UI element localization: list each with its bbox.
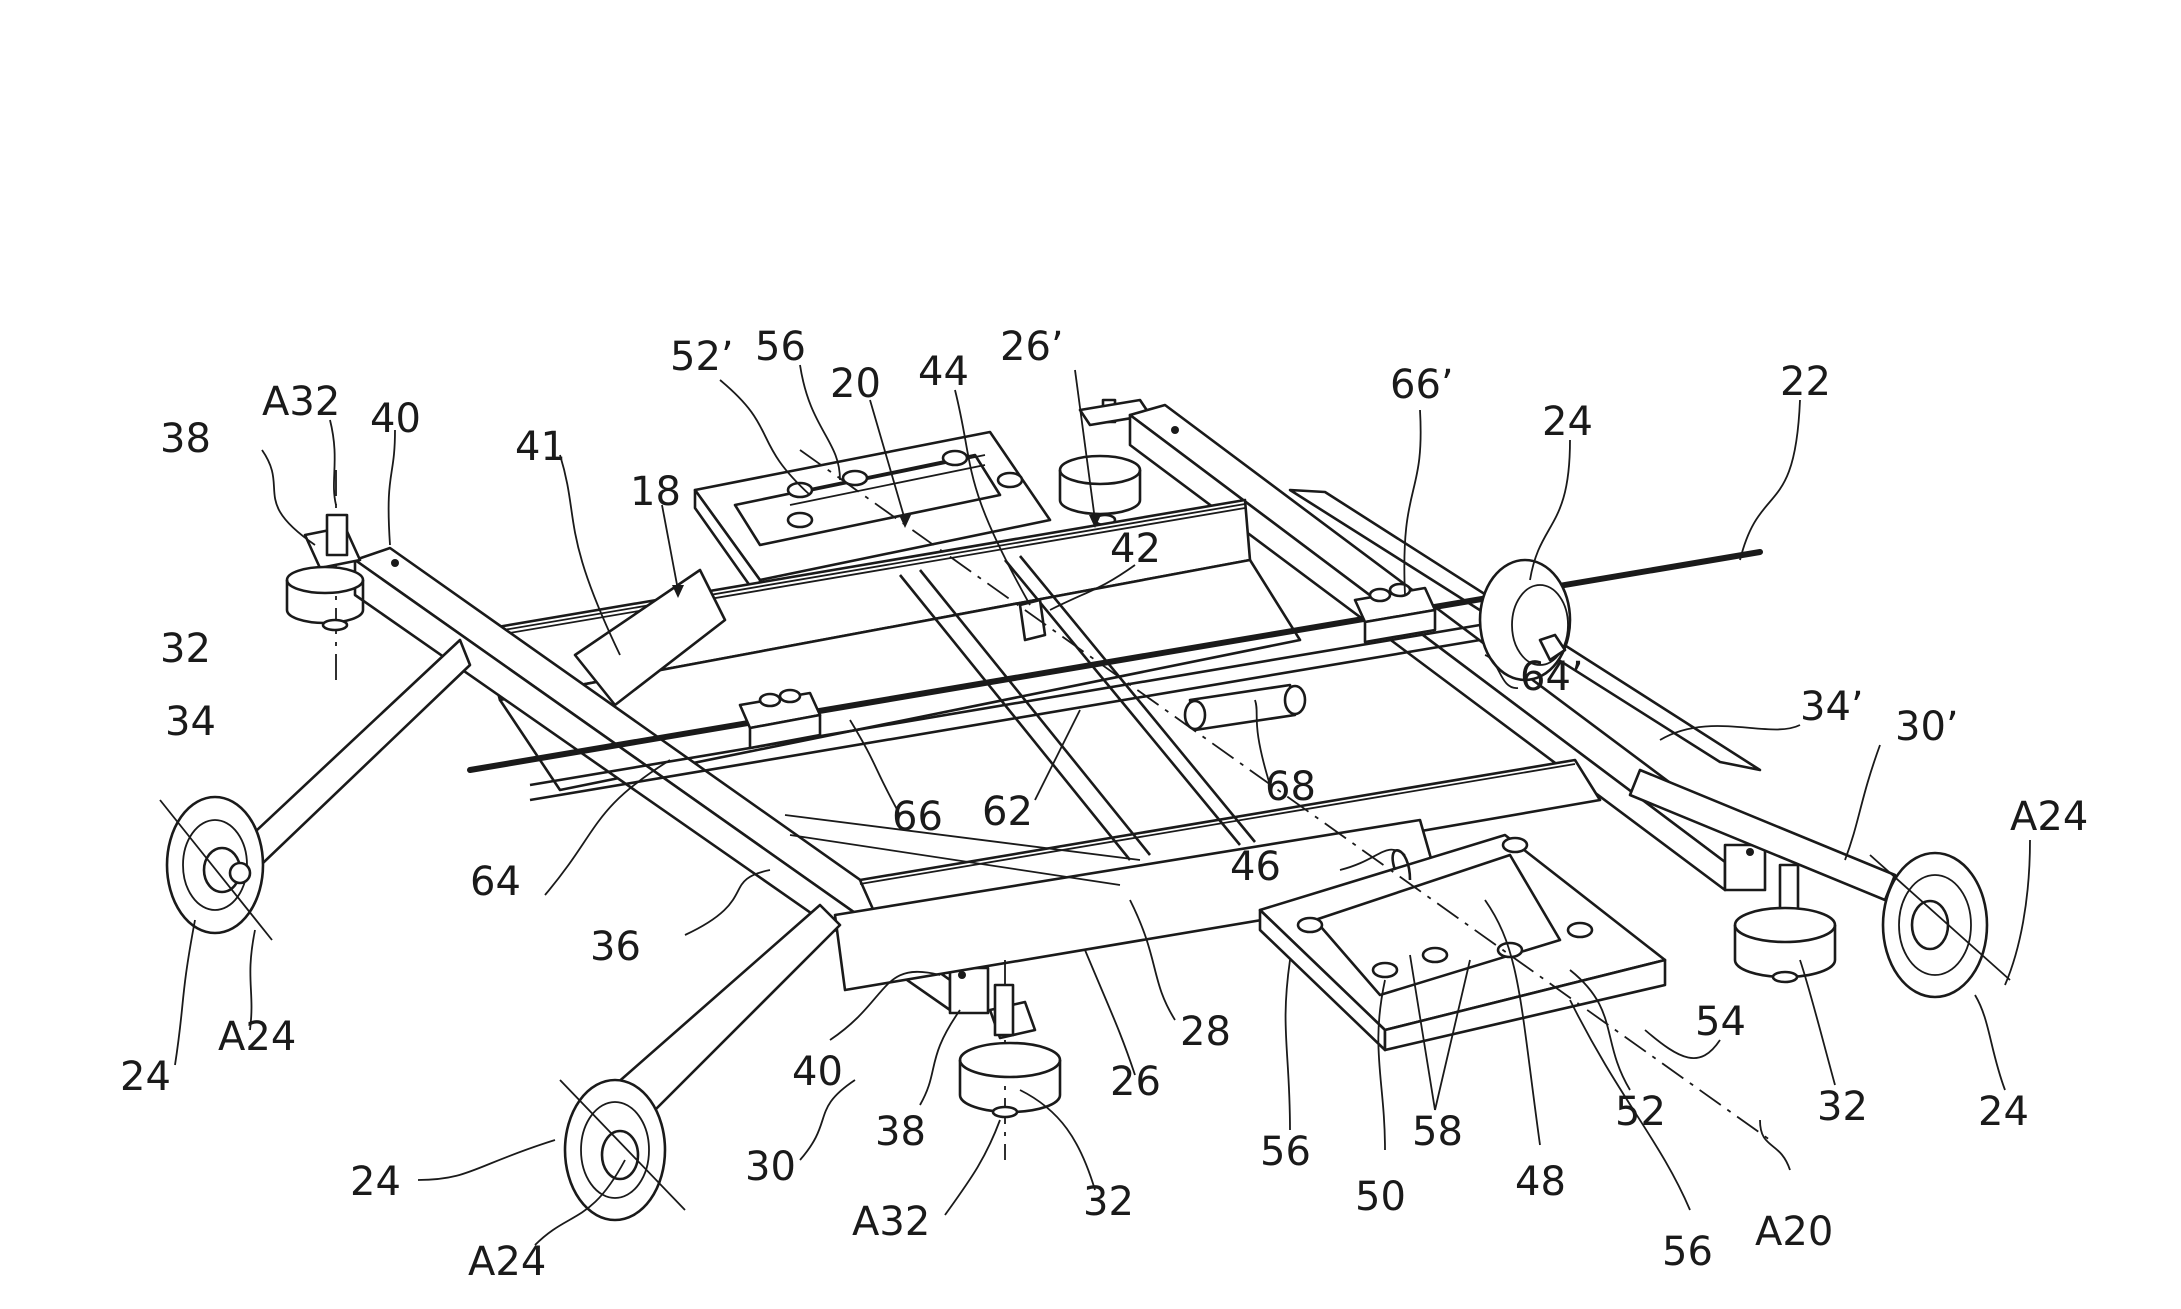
label-24-left-front: 24 bbox=[350, 1159, 401, 1205]
label-56-front-left: 56 bbox=[1260, 1129, 1311, 1175]
cross-member-26 bbox=[784, 758, 1602, 992]
wheel-right-front bbox=[1869, 851, 2011, 999]
label-38-front: 38 bbox=[875, 1109, 926, 1155]
label-24-front-right: 24 bbox=[1978, 1089, 2029, 1135]
label-50: 50 bbox=[1355, 1174, 1406, 1220]
label-54: 54 bbox=[1695, 999, 1746, 1045]
label-36: 36 bbox=[590, 924, 641, 970]
label-26: 26 bbox=[1110, 1059, 1161, 1105]
clamp-66 bbox=[738, 688, 822, 750]
front-left-caster bbox=[958, 960, 1062, 1160]
block-42 bbox=[1018, 598, 1047, 642]
label-20: 20 bbox=[830, 361, 881, 407]
link-68 bbox=[1183, 683, 1307, 732]
label-42: 42 bbox=[1110, 526, 1161, 572]
wheel-left-front bbox=[559, 1078, 686, 1222]
left-rear-caster bbox=[285, 470, 365, 680]
label-44: 44 bbox=[918, 349, 969, 395]
label-52-prime: 52’ bbox=[670, 334, 734, 380]
label-34: 34 bbox=[165, 699, 216, 745]
label-38: 38 bbox=[160, 416, 211, 462]
rear-right-caster bbox=[1058, 398, 1152, 527]
label-64-prime: 64’ bbox=[1520, 654, 1584, 700]
rear-plate-assembly bbox=[693, 430, 1052, 602]
label-58: 58 bbox=[1412, 1109, 1463, 1155]
label-46: 46 bbox=[1230, 844, 1281, 890]
label-18: 18 bbox=[630, 469, 681, 515]
wheel-right-rear bbox=[1478, 558, 1572, 682]
reference-labels: 38 A32 40 41 18 52’ 56 20 44 26’ 42 66’ … bbox=[120, 324, 2088, 1285]
label-24-rear-right: 24 bbox=[1542, 399, 1593, 445]
label-52: 52 bbox=[1615, 1089, 1666, 1135]
label-32-front-left: 32 bbox=[1083, 1179, 1134, 1225]
label-A24-right: A24 bbox=[2010, 794, 2088, 840]
label-22: 22 bbox=[1780, 359, 1831, 405]
label-66: 66 bbox=[892, 794, 943, 840]
label-A24-left-rear: A24 bbox=[218, 1014, 296, 1060]
label-A32: A32 bbox=[262, 379, 340, 425]
label-28: 28 bbox=[1180, 1009, 1231, 1055]
label-30: 30 bbox=[745, 1144, 796, 1190]
front-right-caster bbox=[1733, 863, 1837, 984]
label-56: 56 bbox=[755, 324, 806, 370]
label-30-prime: 30’ bbox=[1895, 704, 1959, 750]
label-24-left-rear: 24 bbox=[120, 1054, 171, 1100]
label-56-front-right: 56 bbox=[1662, 1229, 1713, 1275]
label-A32-front: A32 bbox=[852, 1199, 930, 1245]
leader-lines bbox=[174, 364, 2031, 1246]
label-68: 68 bbox=[1265, 764, 1316, 810]
label-48: 48 bbox=[1515, 1159, 1566, 1205]
wheel-left-rear bbox=[159, 795, 273, 941]
label-40-front: 40 bbox=[792, 1049, 843, 1095]
label-A24-left-front: A24 bbox=[468, 1239, 546, 1285]
label-A20: A20 bbox=[1755, 1209, 1833, 1255]
label-62: 62 bbox=[982, 789, 1033, 835]
label-34-prime: 34’ bbox=[1800, 684, 1864, 730]
label-64: 64 bbox=[470, 859, 521, 905]
label-41: 41 bbox=[515, 424, 566, 470]
label-32-rear-left: 32 bbox=[160, 626, 211, 672]
brace-41 bbox=[573, 568, 727, 707]
label-26-prime: 26’ bbox=[1000, 324, 1064, 370]
label-66-prime: 66’ bbox=[1390, 362, 1454, 408]
axis-A20 bbox=[799, 449, 1771, 1141]
shaft-62 bbox=[529, 623, 1481, 802]
label-40: 40 bbox=[370, 396, 421, 442]
label-32-front-right: 32 bbox=[1817, 1084, 1868, 1130]
